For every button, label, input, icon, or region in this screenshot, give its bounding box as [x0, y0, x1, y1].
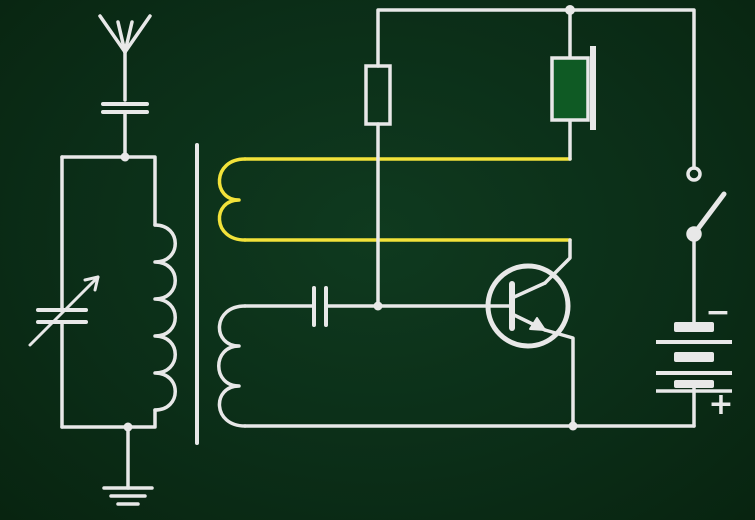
variable-capacitor-icon [28, 275, 100, 347]
junction-dot [568, 421, 578, 431]
junction-dot [565, 5, 575, 15]
earpiece-icon [550, 46, 596, 130]
junction-dot [120, 152, 130, 162]
coupling-capacitor-icon [101, 102, 149, 159]
resistor-icon [364, 64, 392, 126]
battery-icon [656, 322, 732, 393]
tuning-coil-icon [153, 223, 177, 412]
secondary-coil-icon [217, 304, 247, 428]
tank-frame-wires [60, 155, 157, 429]
battery-minus-label: − [705, 295, 730, 330]
transistor-icon [485, 263, 571, 349]
battery-plus-label: + [708, 387, 733, 422]
base-capacitor-icon [312, 286, 328, 327]
junction-dot [373, 301, 383, 311]
ground-icon [102, 425, 154, 506]
primary-coil-icon [217, 157, 572, 242]
circuit-wires [243, 8, 696, 429]
antenna-icon [98, 14, 152, 102]
switch-icon[interactable] [686, 166, 727, 242]
